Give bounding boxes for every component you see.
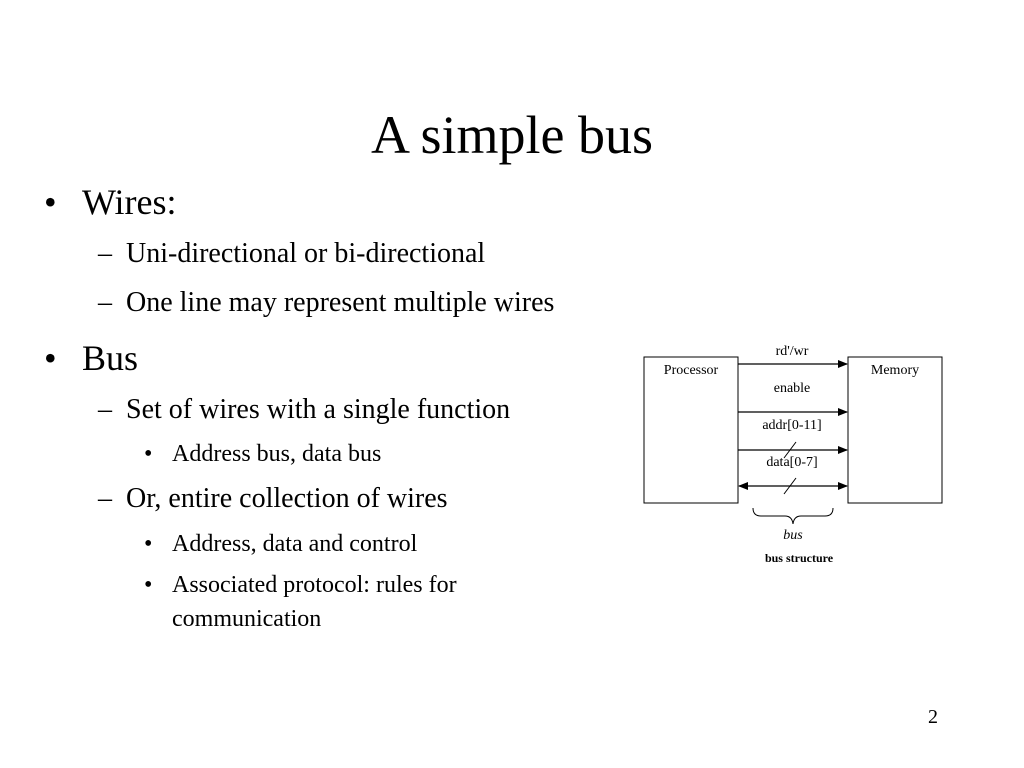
bus-label: bus: [783, 528, 803, 543]
bullet-wires: • Wires:: [44, 182, 177, 222]
signal-addr-width-slash: [783, 441, 797, 459]
bullet-bus-label: Bus: [82, 338, 139, 378]
sub-bullet-directional-text: Uni-directional or bi-directional: [126, 238, 486, 269]
bus-brace: [752, 507, 834, 525]
bullet-dot: •: [144, 531, 153, 557]
sub-bullet-multiple-wires: –One line may represent multiple wires: [98, 286, 554, 320]
bus-structure-diagram: Processor Memory rd'/wr enable addr[0-11…: [643, 344, 943, 565]
bullet-dot: •: [144, 572, 153, 598]
sub-sub-bullet-protocol-text: Associated protocol: rules for communica…: [172, 572, 457, 632]
sub-sub-bullet-address-data-bus: • Address bus, data bus: [144, 437, 444, 471]
sub-sub-bullet-address-data-control: • Address, data and control: [144, 527, 564, 561]
dash-marker: –: [98, 394, 112, 425]
sub-bullet-entire-collection-text: Or, entire collection of wires: [126, 483, 448, 514]
sub-bullet-set-of-wires-text: Set of wires with a single function: [126, 394, 511, 425]
sub-sub-bullet-protocol: • Associated protocol: rules for communic…: [144, 568, 516, 636]
diagram-caption: bus structure: [765, 551, 834, 565]
memory-box: [847, 356, 943, 504]
bullet-dot: •: [44, 182, 57, 222]
signal-data-width-slash: [783, 477, 797, 495]
memory-label: Memory: [871, 363, 919, 378]
slide-title: A simple bus: [370, 105, 654, 165]
bullet-wires-label: Wires:: [82, 182, 177, 222]
bullet-dot: •: [44, 338, 57, 378]
sub-sub-bullet-address-data-bus-text: Address bus, data bus: [172, 441, 382, 467]
sub-bullet-multiple-wires-text: One line may represent multiple wires: [126, 287, 555, 318]
sub-bullet-set-of-wires: –Set of wires with a single function: [98, 393, 510, 427]
dash-marker: –: [98, 238, 112, 269]
signal-rd-wr-label: rd'/wr: [776, 344, 809, 359]
signal-addr-label: addr[0-11]: [762, 418, 821, 433]
processor-label: Processor: [664, 363, 719, 378]
bullet-dot: •: [144, 441, 153, 467]
bullet-bus: • Bus: [44, 338, 138, 378]
sub-sub-bullet-address-data-control-text: Address, data and control: [172, 531, 418, 557]
dash-marker: –: [98, 287, 112, 318]
page-number: 2: [928, 706, 938, 728]
signal-enable-label: enable: [774, 381, 811, 396]
sub-bullet-directional: –Uni-directional or bi-directional: [98, 237, 485, 271]
signal-data-label: data[0-7]: [766, 455, 817, 470]
dash-marker: –: [98, 483, 112, 514]
processor-box: [643, 356, 739, 504]
sub-bullet-entire-collection: –Or, entire collection of wires: [98, 482, 448, 516]
